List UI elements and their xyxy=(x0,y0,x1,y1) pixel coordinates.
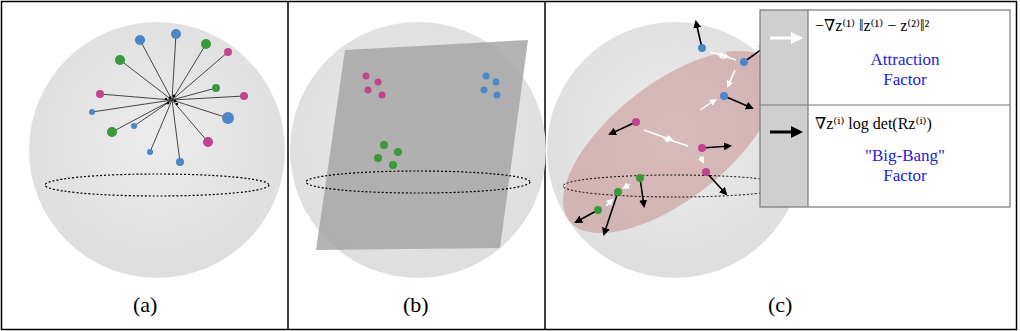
panel-label: (c) xyxy=(768,292,792,317)
legend-sample-white-arrow xyxy=(770,37,800,40)
legend-caption: Attraction Factor xyxy=(860,50,950,89)
panel-b-sphere xyxy=(290,22,546,278)
legend-sample-black-arrow xyxy=(770,131,800,134)
legend-formula: −∇z⁽¹⁾ ‖z⁽¹⁾ − z⁽²⁾‖² xyxy=(815,16,929,35)
panel-label: (b) xyxy=(403,292,429,317)
panel-a-sphere xyxy=(29,22,285,278)
panel-label: (a) xyxy=(133,292,157,317)
legend-table xyxy=(760,10,1010,207)
legend-formula: ∇z⁽ⁱ⁾ log det(Rz⁽ⁱ⁾) xyxy=(815,114,932,133)
legend-caption: "Big-Bang" Factor xyxy=(855,146,955,185)
